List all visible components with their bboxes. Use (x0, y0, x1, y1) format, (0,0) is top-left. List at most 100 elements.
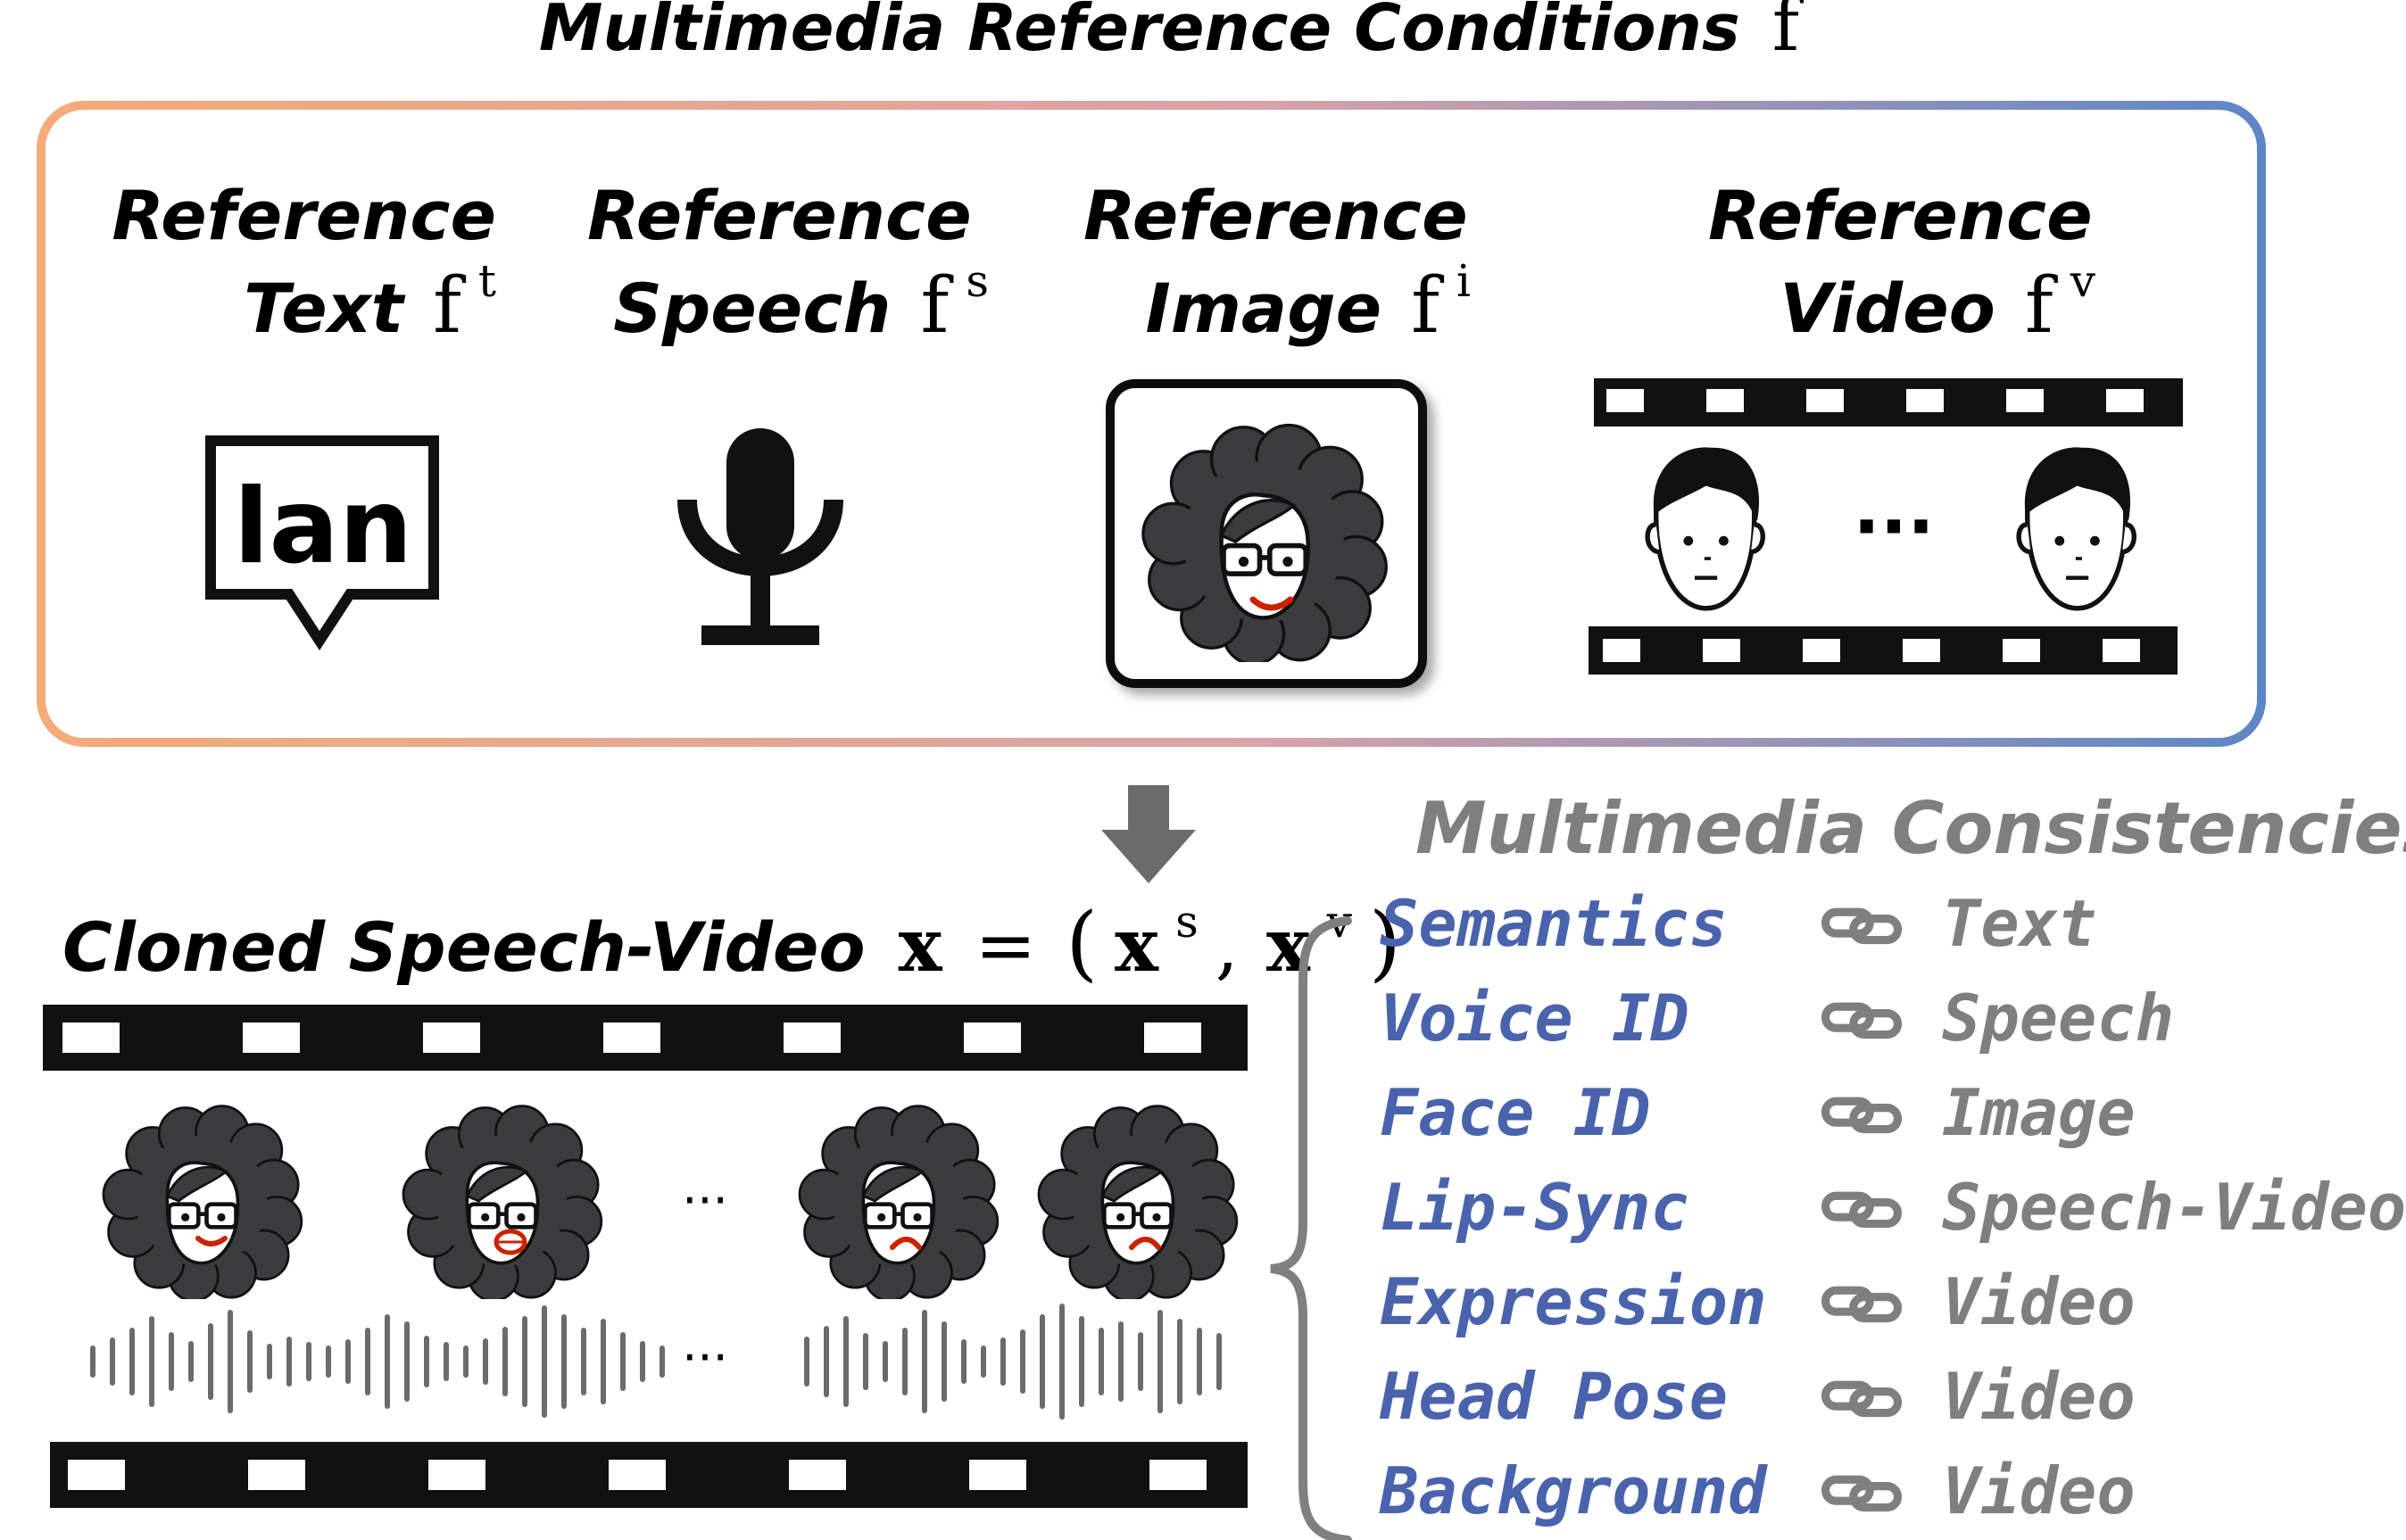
link-icon (1826, 1006, 1898, 1034)
title: Multimedia Reference Conditions f (539, 0, 1804, 68)
reference-image-line2: Image (1145, 269, 1381, 348)
consistency-source: Video (1942, 1264, 2136, 1339)
sprocket-hole (964, 1023, 1021, 1053)
consistency-source: Speech (1942, 981, 2174, 1056)
film-strip-top (1594, 378, 2183, 426)
math-sup-s: s (1175, 896, 1199, 948)
sprocket-hole (248, 1460, 305, 1490)
cloned-strip-bottom (50, 1442, 1248, 1508)
sprocket-hole (62, 1023, 120, 1053)
faces-ellipsis: ··· (682, 1172, 728, 1229)
consistency-row: Lip-Sync Speech-Video (1380, 1170, 2406, 1245)
wave-ellipsis: ··· (682, 1329, 728, 1386)
consistency-source: Image (1942, 1075, 2136, 1150)
math-xs: x (1115, 903, 1159, 989)
reference-speech-sup: s (966, 255, 989, 307)
reference-speech-column: Reference Speech f s (587, 176, 989, 645)
cloned-face-1 (104, 1106, 302, 1301)
text-bubble-label: lan (234, 467, 413, 587)
math-x: x (899, 903, 943, 989)
sprocket-hole (1144, 1023, 1201, 1053)
cloned-strip-top (43, 1005, 1248, 1071)
reference-image-column: Reference Image f i (1083, 176, 1471, 688)
sprocket-hole (243, 1023, 300, 1053)
sprocket-hole (1149, 1460, 1207, 1490)
reference-speech-symbol: f (920, 261, 953, 351)
sprocket-hole (68, 1460, 125, 1490)
math-close: ) (1369, 895, 1401, 990)
cloned-face-3 (800, 1106, 998, 1301)
svg-text:Video f v: Video f v (1780, 255, 2096, 351)
down-arrow-icon (1101, 785, 1196, 883)
text-bubble-icon: lan (205, 435, 439, 650)
consistency-row: Expression Video (1380, 1264, 2136, 1339)
math-open: ( (1066, 895, 1098, 990)
sprocket-hole (428, 1460, 485, 1490)
title-text: Multimedia Reference Conditions (539, 0, 1740, 65)
consistency-source: Text (1942, 886, 2096, 961)
consistency-source: Video (1942, 1453, 2136, 1528)
film-strip-icon: ··· (1589, 378, 2183, 675)
video-ellipsis: ··· (1853, 485, 1934, 568)
math-comma: , (1215, 904, 1239, 989)
link-icon (1826, 912, 1898, 940)
reference-image-sup: i (1456, 255, 1471, 307)
cloned-face-2 (403, 1106, 602, 1301)
reference-video-sup: v (2070, 255, 2096, 307)
reference-text-line1: Reference (112, 176, 496, 255)
consistency-aspect: Lip-Sync (1380, 1170, 1689, 1245)
reference-text-symbol: f (433, 261, 466, 351)
sprocket-hole (1806, 389, 1844, 412)
cloned-film-strip: ··· ··· (43, 1005, 1248, 1508)
consistency-source: Speech-Video (1942, 1170, 2406, 1245)
consistency-aspect: Background (1379, 1453, 1768, 1528)
reference-text-line2: Text (244, 269, 406, 348)
sprocket-hole (423, 1023, 480, 1053)
consistency-aspect: Head Pose (1379, 1359, 1728, 1434)
sprocket-hole (609, 1460, 666, 1490)
film-strip-bottom (1589, 626, 2178, 675)
curly-brace (1270, 916, 1352, 1540)
svg-text:Speech f s: Speech f s (613, 255, 989, 351)
svg-text:Image f i: Image f i (1145, 255, 1471, 351)
sprocket-hole (2106, 389, 2144, 412)
reference-speech-line2: Speech (613, 269, 891, 348)
reference-video-line1: Reference (1708, 176, 2093, 255)
sprocket-hole (1703, 639, 1740, 662)
sprocket-hole (1603, 639, 1640, 662)
consistency-row: Semantics Text (1380, 886, 2096, 961)
consistency-aspect: Voice ID (1380, 981, 1689, 1056)
cloned-face-4 (1039, 1106, 1237, 1301)
consistency-row: Voice ID Speech (1380, 981, 2174, 1056)
cloned-label: Cloned Speech-Video x = ( x s , x v ) (62, 877, 1401, 990)
consistency-row: Background Video (1379, 1453, 2136, 1528)
consistency-aspect: Semantics (1380, 886, 1728, 961)
sprocket-hole (784, 1023, 841, 1053)
sprocket-hole (1903, 639, 1940, 662)
consistency-aspect: Expression (1380, 1264, 1766, 1339)
microphone-icon (677, 428, 843, 645)
sprocket-hole (2103, 639, 2140, 662)
sprocket-hole (603, 1023, 660, 1053)
sprocket-hole (2006, 389, 2044, 412)
svg-text:Text f t: Text f t (244, 255, 496, 351)
man-face-icon (1647, 447, 1763, 608)
svg-text:Cloned Speech-Video x: Cloned Speech-Video x = ( x s , x v ) (62, 877, 1401, 990)
sprocket-hole (2003, 639, 2040, 662)
sprocket-hole (1906, 389, 1944, 412)
reference-box (37, 101, 2266, 747)
reference-speech-line1: Reference (587, 176, 972, 255)
sprocket-hole (1606, 389, 1644, 412)
link-icon (1826, 1290, 1898, 1318)
link-icon (1826, 1196, 1898, 1223)
audio-waveform (90, 1304, 1222, 1420)
reference-text-column: Reference Text f t lan (112, 176, 496, 650)
cloned-label-text: Cloned Speech-Video (62, 907, 866, 987)
link-icon (1826, 1385, 1898, 1412)
sprocket-hole (1706, 389, 1744, 412)
face-portrait-icon (1106, 379, 1427, 688)
